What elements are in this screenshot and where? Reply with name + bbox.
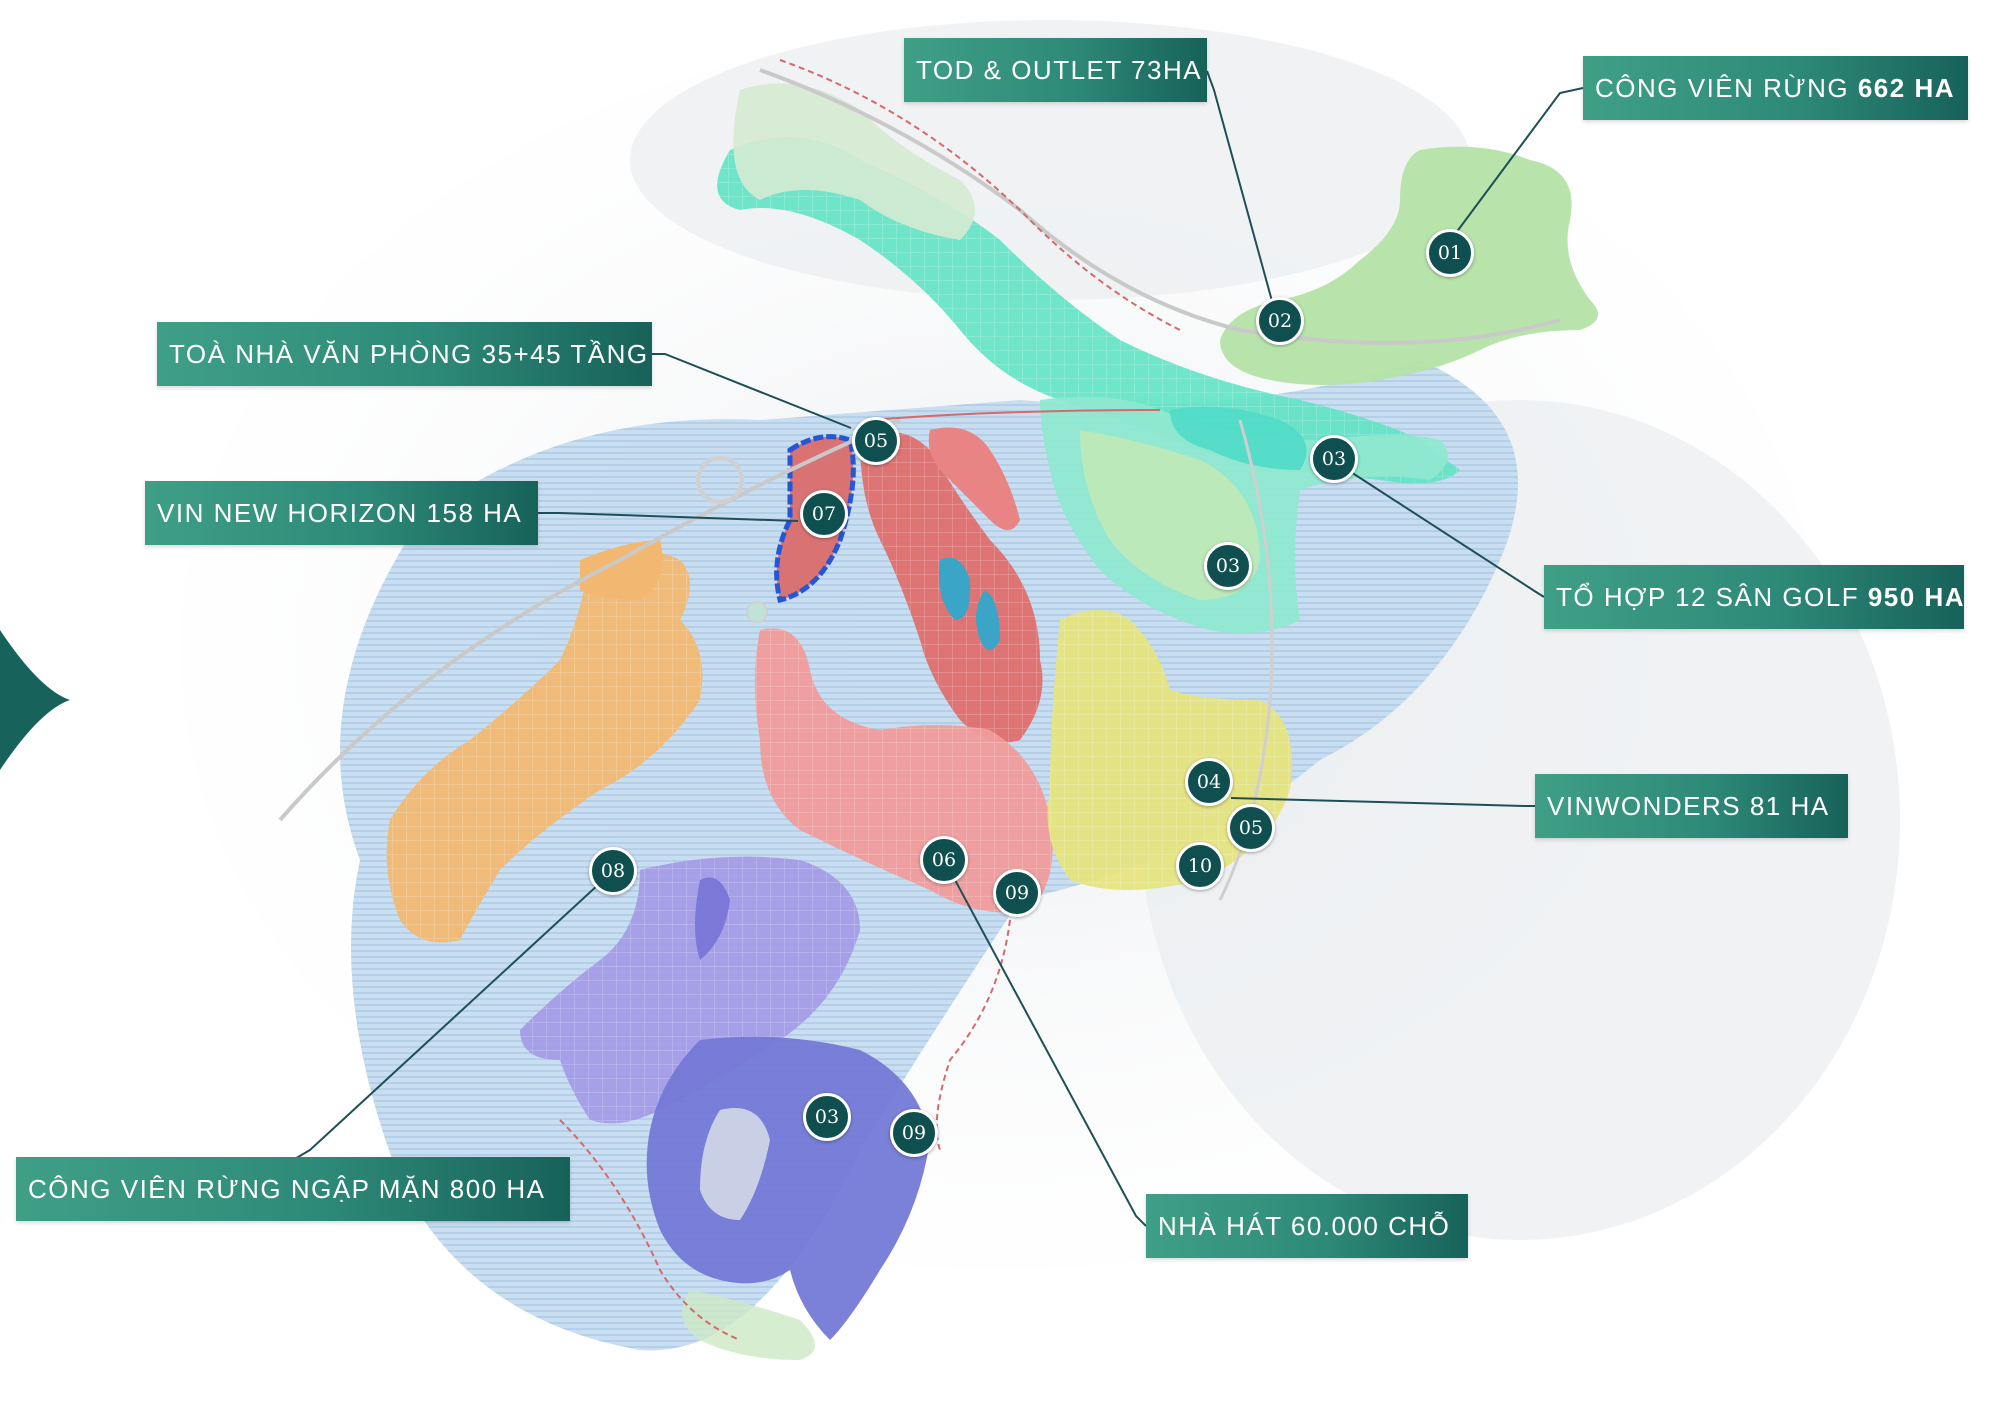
- label-theatre: NHÀ HÁT 60.000 CHỖ: [1146, 1194, 1468, 1258]
- zone-forest-park: [1220, 146, 1598, 385]
- zone-navy-golf: [646, 1036, 930, 1340]
- label-office-tower-text: TOÀ NHÀ VĂN PHÒNG 35+45 TẦNG: [169, 339, 649, 369]
- zone-orange-northwest: [580, 540, 663, 600]
- zone-marker-03-golf-north[interactable]: 03: [1310, 435, 1358, 483]
- zone-marker-05-vinwonders[interactable]: 05: [1227, 804, 1275, 852]
- label-golf-complex-area: 950 HA: [1867, 582, 1965, 612]
- leader-golf: [1333, 460, 1545, 598]
- zone-marker-05-office[interactable]: 05: [852, 417, 900, 465]
- zone-marker-04[interactable]: 04: [1185, 758, 1233, 806]
- leader-mangrove: [292, 871, 613, 1161]
- leader-lines: [292, 70, 1584, 1227]
- zone-northwest-green: [733, 83, 975, 240]
- road-red-southwest: [559, 1119, 741, 1341]
- road-red-north: [779, 59, 1181, 331]
- zone-marker-06[interactable]: 06: [920, 836, 968, 884]
- label-golf-complex: TỔ HỢP 12 SÂN GOLF 950 HA: [1544, 565, 1964, 629]
- leader-tod-outlet: [1206, 70, 1276, 313]
- label-tod-outlet: TOD & OUTLET 73HA: [904, 38, 1207, 102]
- label-forest-park-area: 662 HA: [1857, 73, 1955, 103]
- zone-marker-09-navy[interactable]: 09: [890, 1109, 938, 1157]
- chevron-right-tab-icon[interactable]: [0, 620, 70, 780]
- roundabout-2: [746, 601, 768, 623]
- leader-forest-park: [1449, 87, 1584, 242]
- label-golf-complex-text: TỔ HỢP 12 SÂN GOLF: [1556, 582, 1868, 612]
- label-mangrove-park-text: CÔNG VIÊN RỪNG NGẬP MẶN 800 HA: [28, 1174, 546, 1204]
- label-vin-new-horizon: VIN NEW HORIZON 158 HA: [145, 481, 538, 545]
- zone-purple-south-grid: [520, 856, 860, 1124]
- label-vinwonders-text: VINWONDERS 81 HA: [1547, 791, 1830, 821]
- terrain-haze-north: [630, 20, 1470, 300]
- zone-golf-lake: [1170, 406, 1307, 470]
- leader-vinwonders: [1230, 797, 1535, 807]
- label-forest-park-text: CÔNG VIÊN RỪNG: [1595, 73, 1858, 103]
- zone-central-red-lake-1: [939, 557, 971, 620]
- zone-marker-09-pink[interactable]: 09: [993, 869, 1041, 917]
- zone-marker-10[interactable]: 10: [1176, 842, 1224, 890]
- zone-marker-02[interactable]: 02: [1256, 297, 1304, 345]
- zone-navy-golf-inner: [700, 1108, 770, 1220]
- label-vinwonders: VINWONDERS 81 HA: [1535, 774, 1848, 838]
- label-vin-new-horizon-text: VIN NEW HORIZON 158 HA: [157, 498, 523, 528]
- leader-theatre: [954, 879, 1147, 1227]
- roundabout: [696, 456, 744, 504]
- zone-marker-07[interactable]: 07: [800, 490, 848, 538]
- label-forest-park: CÔNG VIÊN RỪNG 662 HA: [1583, 56, 1968, 120]
- zone-purple-lake: [695, 877, 730, 960]
- zone-pink-district-grid: [755, 628, 1053, 913]
- zone-central-red-lake-2: [976, 590, 1000, 650]
- zone-marker-01[interactable]: 01: [1426, 229, 1474, 277]
- label-theatre-text: NHÀ HÁT 60.000 CHỖ: [1158, 1211, 1451, 1241]
- zone-red-peninsula: [928, 427, 1020, 530]
- zone-marker-03-golf-south[interactable]: 03: [1204, 542, 1252, 590]
- zone-south-forest: [682, 1290, 815, 1360]
- leader-office-tower: [652, 353, 852, 429]
- label-tod-outlet-text: TOD & OUTLET 73HA: [916, 55, 1203, 85]
- road-north: [759, 68, 1561, 345]
- road-red-bridge: [869, 409, 1161, 421]
- leader-vin-new-horizon: [538, 512, 799, 522]
- zone-marker-03-navy[interactable]: 03: [803, 1093, 851, 1141]
- zone-marker-08[interactable]: 08: [589, 847, 637, 895]
- label-mangrove-park: CÔNG VIÊN RỪNG NGẬP MẶN 800 HA: [16, 1157, 570, 1221]
- zone-orange-west-grid: [386, 550, 703, 943]
- label-office-tower: TOÀ NHÀ VĂN PHÒNG 35+45 TẦNG: [157, 322, 652, 386]
- road-west: [278, 418, 901, 822]
